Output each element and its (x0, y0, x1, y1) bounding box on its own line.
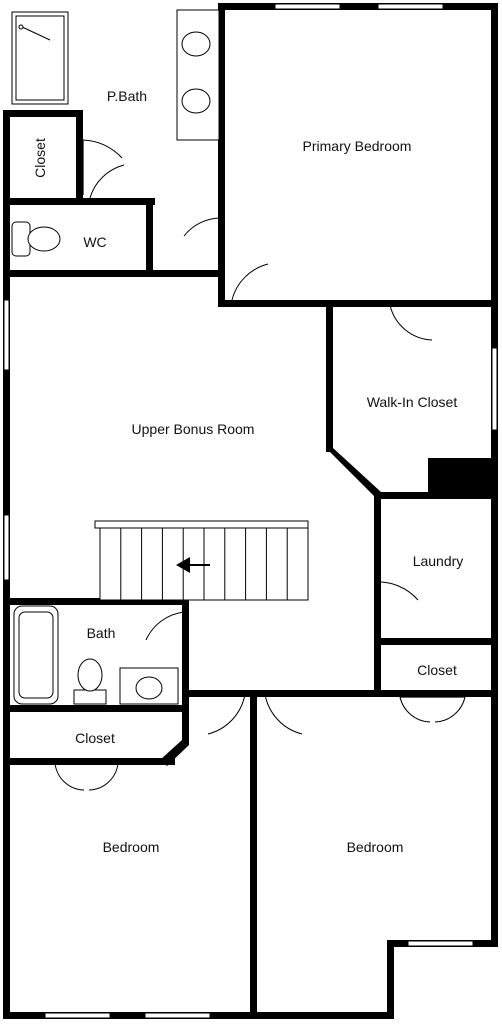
wall-top-right (218, 3, 498, 10)
door-closet-arc (82, 139, 123, 159)
label-closet-laundry: Closet (417, 662, 457, 678)
wall-laundry-left (374, 492, 381, 697)
label-laundry: Laundry (413, 553, 464, 569)
interior-walls (3, 3, 498, 1019)
wall-wc-right (146, 198, 153, 274)
label-walk-in-closet: Walk-In Closet (367, 394, 458, 410)
wall-bath-bottom (10, 705, 189, 712)
sink-2 (181, 88, 211, 114)
wall-right-notch-vertical (387, 940, 394, 1019)
room-labels: P.Bath Primary Bedroom Closet WC Walk-In… (32, 88, 463, 855)
wall-wic-left (326, 300, 333, 452)
wall-right-upper (491, 3, 498, 308)
wall-closet-top (3, 110, 83, 117)
shower-inner (15, 15, 65, 101)
door-hall-closet-arc (54, 762, 119, 791)
label-bedroom-left: Bedroom (103, 839, 160, 855)
wall-closet-diagonal (160, 708, 189, 766)
sink-1 (181, 31, 211, 57)
bathtub-inner (18, 611, 54, 699)
staircase (94, 520, 309, 601)
door-laundry-arc (375, 581, 419, 601)
label-closet-hall: Closet (75, 730, 115, 746)
label-bath: Bath (87, 625, 116, 641)
window-bonus-left (3, 299, 10, 371)
stairs-landing (94, 520, 309, 529)
label-primary-bath: P.Bath (107, 88, 147, 104)
wall-closet-wc (10, 198, 155, 205)
window-bedroom-right (407, 940, 474, 947)
toilet-bowl-wc (27, 226, 61, 252)
vanity-double (176, 9, 220, 141)
wall-closet-right (76, 110, 83, 204)
windows (3, 3, 498, 1019)
door-pbath-arc (183, 217, 221, 237)
wall-closet-bottom (10, 758, 175, 765)
door-closet-right-arc (399, 696, 466, 723)
label-wc: WC (83, 234, 106, 250)
door-wic-arc (389, 304, 433, 341)
door-wc-arc (89, 164, 125, 199)
window-bonus-left-2 (3, 514, 10, 581)
label-upper-bonus-room: Upper Bonus Room (132, 421, 255, 437)
wall-wic-diagonal (326, 448, 381, 498)
door-bath-arc (145, 611, 185, 641)
window-bedroom-top-1 (274, 3, 341, 10)
wall-bedroom-bottom (218, 300, 498, 307)
window-bedroom-bottom-1 (44, 1012, 111, 1019)
wall-bath-top (3, 598, 189, 605)
wall-bath-right (182, 598, 189, 708)
doors (54, 139, 466, 791)
toilet-tank-wc (11, 221, 31, 257)
stairs-arrow-head (176, 557, 190, 573)
toilet-tank-bath (73, 689, 107, 705)
window-bedroom-bottom-2 (144, 1012, 211, 1019)
walk-in-closet-shelf (428, 458, 498, 494)
wall-pbath-bonus (10, 270, 225, 277)
wall-bedrooms-top (187, 690, 498, 697)
window-bedroom-top-2 (377, 3, 444, 10)
wall-bottom-left (3, 1012, 261, 1019)
window-wic-right (491, 347, 498, 431)
door-bedroom-arc (231, 263, 269, 301)
sink-bath (135, 676, 163, 700)
shower-head (18, 24, 24, 30)
wall-bottom-middle (254, 1012, 393, 1019)
wall-wic-bottom (376, 492, 498, 499)
label-closet-bath: Closet (32, 138, 48, 178)
door-bedroom-left-arc (207, 693, 246, 735)
wall-bedroom-divider (250, 690, 257, 1019)
wall-laundry-closet (374, 638, 498, 645)
wall-right-middle (491, 300, 498, 705)
shower-head-line (19, 25, 51, 41)
wall-right-lower (491, 690, 498, 947)
toilet-bowl-bath (77, 658, 103, 692)
wall-pbath-bedroom (218, 3, 225, 305)
fixtures (11, 9, 220, 705)
label-bedroom-right: Bedroom (347, 839, 404, 855)
door-bedroom-right-arc (264, 693, 303, 735)
label-primary-bedroom: Primary Bedroom (303, 138, 412, 154)
